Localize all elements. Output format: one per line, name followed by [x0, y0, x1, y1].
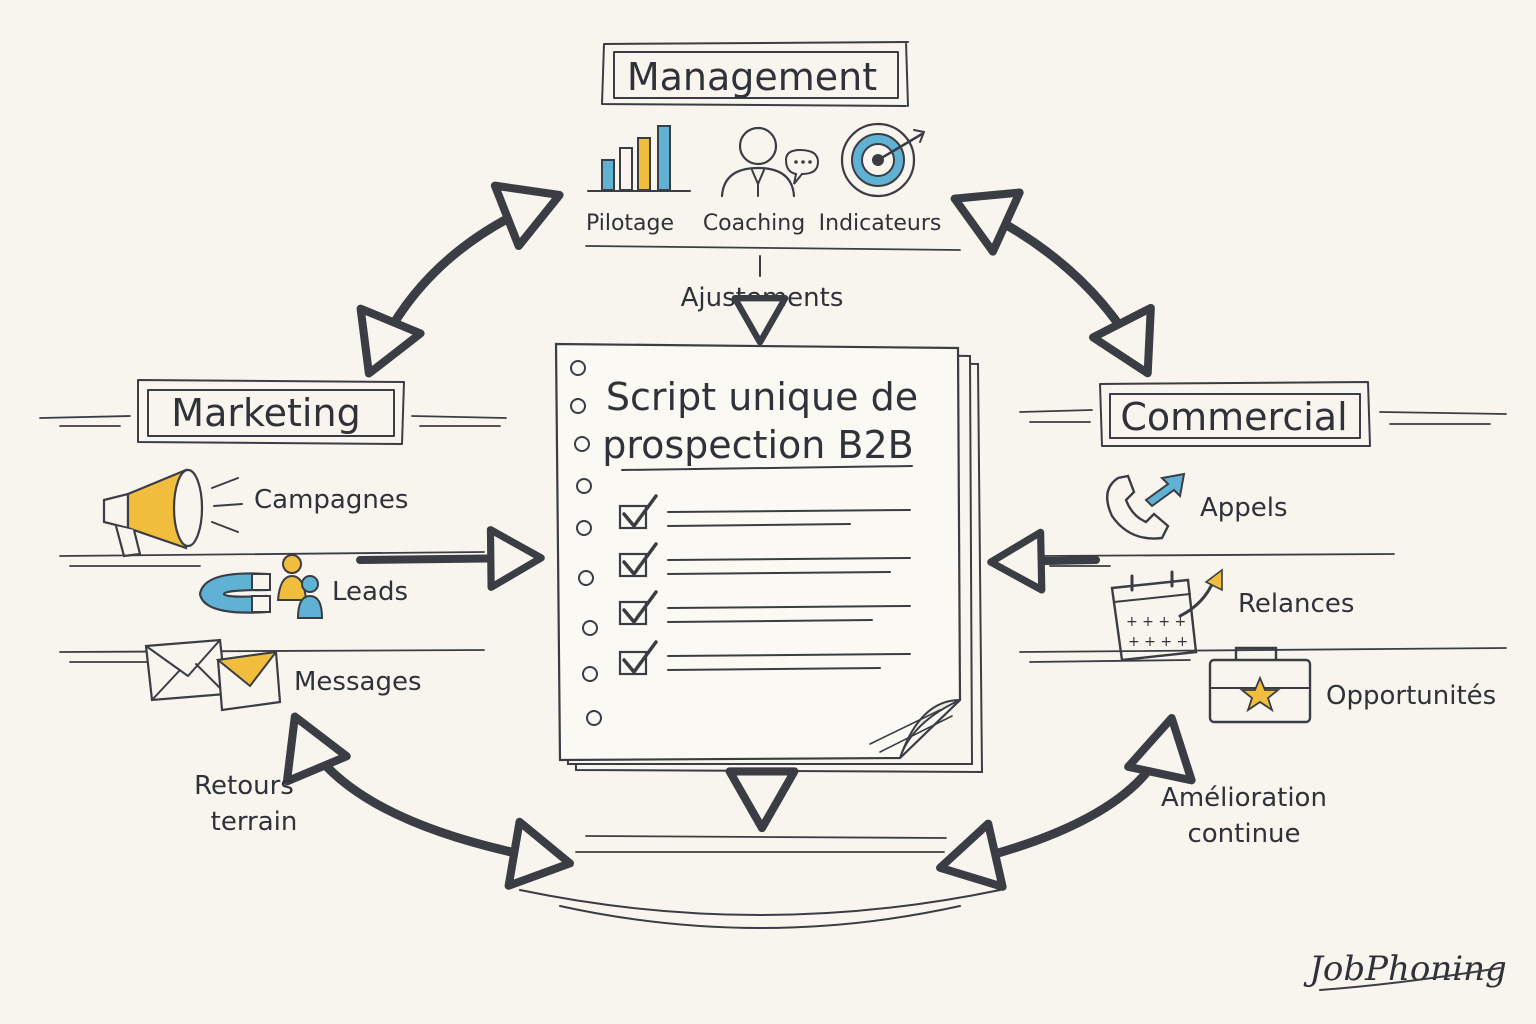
management-box-outline — [601, 41, 909, 107]
management-section: Management Pilotage Coaching — [585, 41, 961, 251]
checklist-item — [618, 590, 911, 626]
checklist-item — [618, 640, 911, 676]
base-curve — [519, 889, 1001, 929]
marketing-script-feedback-arrow — [282, 712, 575, 890]
feedback-right-line1: Amélioration — [1161, 783, 1327, 813]
svg-text:+ + + +: + + + + — [1126, 614, 1186, 630]
feedback-right-line2: continue — [1187, 819, 1300, 849]
magnet-people-icon — [198, 554, 324, 619]
coaching-label: Coaching — [703, 211, 805, 236]
campagnes-label: Campagnes — [254, 485, 408, 515]
script-title-line2: prospection B2B — [602, 423, 914, 467]
envelopes-icon — [144, 638, 282, 712]
checklist-item — [618, 542, 911, 578]
indicateurs-label: Indicateurs — [819, 211, 942, 236]
pilotage-label: Pilotage — [586, 211, 674, 236]
script-title-line1: Script unique de — [606, 375, 918, 419]
management-underline — [585, 245, 961, 251]
spiral-binding — [570, 360, 602, 726]
appels-label: Appels — [1200, 493, 1288, 523]
svg-text:+ + + +: + + + + — [1128, 634, 1188, 650]
bar-chart-icon — [587, 125, 691, 192]
opportunites-label: Opportunités — [1326, 681, 1496, 711]
marketing-title: Marketing — [171, 391, 360, 435]
feedback-left-line2: terrain — [211, 807, 298, 837]
checklist-item — [618, 494, 911, 530]
calendar-arrow-icon: + + + + + + + + — [1110, 568, 1223, 662]
marketing-section: Marketing Campagnes Leads — [39, 379, 507, 712]
management-box-inner — [613, 51, 899, 99]
marketing-management-arrow — [356, 181, 564, 378]
brand-underline — [1319, 967, 1501, 991]
commercial-to-script-arrow — [987, 528, 1100, 594]
briefcase-star-icon — [1208, 646, 1312, 724]
checklist — [618, 494, 911, 676]
management-commercial-arrow — [950, 188, 1155, 378]
phone-arrow-icon — [1106, 472, 1186, 540]
relances-label: Relances — [1238, 589, 1354, 619]
commercial-section: Commercial Appels + + + + + + + + Relanc… — [1019, 381, 1507, 724]
management-title: Management — [627, 55, 877, 99]
messages-label: Messages — [294, 667, 422, 697]
target-icon — [840, 122, 925, 198]
base-lines — [575, 835, 947, 853]
script-document: Script unique de prospection B2B — [554, 342, 984, 774]
brand-logo: JobPhoning — [1303, 949, 1507, 989]
script-commercial-improvement-arrow — [936, 714, 1196, 891]
coach-speech-icon — [720, 126, 820, 198]
feedback-left-line1: Retours — [194, 771, 294, 801]
megaphone-icon — [102, 468, 243, 558]
leads-label: Leads — [332, 577, 408, 607]
adjustments-label: Ajustements — [681, 283, 844, 313]
commercial-title: Commercial — [1120, 395, 1347, 439]
marketing-to-script-arrow — [356, 526, 545, 591]
